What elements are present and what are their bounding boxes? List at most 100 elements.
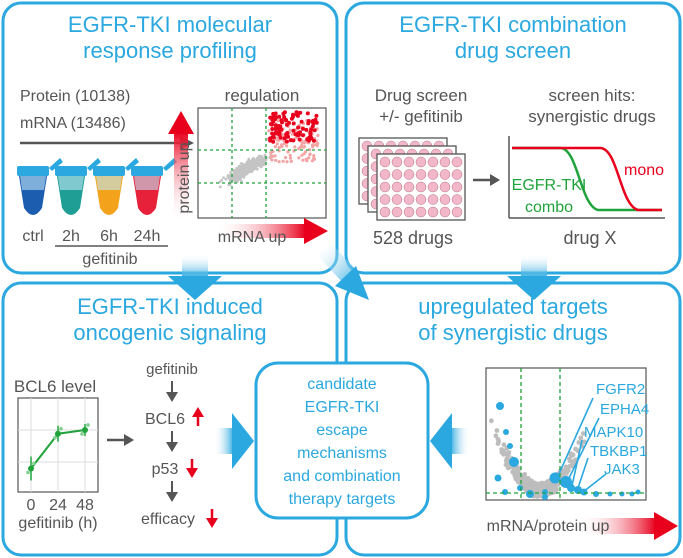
gene-callout-lines [557,397,607,493]
regulation-point-red [281,111,286,116]
pathway-arrow-2 [166,431,178,452]
bcl6-xaxis-label: gefitinib (h) [18,515,97,532]
gefitinib-label: gefitinib [82,251,137,268]
regulation-point [260,161,264,164]
regulation-point-red [314,120,319,125]
bcl6-tick-0: 0 [27,497,36,514]
volcano-point [501,442,507,448]
panel1-title-line2: response profiling [83,38,257,63]
bcl6-replicate [59,426,63,431]
screen-hits-label-line2: synergistic drugs [528,107,656,126]
volcano-point [527,485,533,490]
regulation-point-pink [277,145,281,150]
regulation-point-pink [285,160,289,164]
regulation-point-pink [312,156,316,160]
regulation-point [248,165,252,169]
plate-well [379,194,391,205]
regulation-point-red [291,138,296,143]
regulation-point-pink [275,142,279,146]
center-line-1: candidate [307,376,376,393]
plate-well [415,181,427,193]
volcano-point-target [502,489,508,495]
regulation-point-red [271,139,276,144]
plate-well [379,156,391,168]
tube-6h [93,158,139,215]
plate-well [427,156,439,168]
regulation-point-pink [297,156,301,160]
plate-well [415,194,427,205]
plate-well [427,206,439,218]
bcl6-point [55,430,61,437]
plate-well [403,156,415,168]
regulation-point-red [270,131,275,136]
panel4-title-line1: upregulated targets [418,294,608,319]
regulation-point-red [306,119,311,123]
regulation-point-pink [291,132,295,136]
regulation-point-red [294,110,299,115]
tube-label-ctrl: ctrl [22,228,43,245]
plate-well [403,194,415,205]
regulation-point [222,176,226,180]
center-line-6: therapy targets [289,491,396,508]
combo-label-line2: combo [525,199,573,216]
mrna-protein-up-arrow [578,512,678,540]
plate-well [379,206,391,218]
volcano-point [522,472,528,477]
volcano-point [570,459,576,465]
regulation-point-pink [297,147,301,151]
plate-well [391,194,403,205]
regulation-point [255,164,258,168]
regulation-point-pink [281,159,285,163]
center-line-2: EGFR-TKI [305,399,380,416]
regulation-point-pink [285,144,289,148]
pathway-efficacy: efficacy [141,511,195,528]
panel2-title-line1: EGFR-TKI combination [399,12,626,37]
volcano-point [550,490,556,495]
regulation-point-pink [286,150,290,154]
regulation-point-red [309,127,314,132]
volcano-point [578,435,584,441]
regulation-point [228,183,232,187]
screen-hits-label-line1: screen hits: [549,86,636,105]
regulation-point [257,154,261,158]
regulation-point-red [274,115,279,120]
drug-plates [358,137,466,221]
gene-fgfr2: FGFR2 [596,381,645,398]
regulation-point-pink [282,141,286,146]
bcl6-replicate [53,435,57,440]
regulation-point-red [279,127,284,132]
pathway-p53: p53 [152,461,179,478]
arrow-panel3-to-center [214,413,254,469]
regulation-point [239,171,243,175]
arrow-panel2-to-panel4 [507,254,561,300]
combo-label-line1: EGFR-TKI [512,177,587,194]
regulation-point-pink [271,149,275,154]
mrna-count-label: mRNA (13486) [20,115,126,132]
plate-well [439,169,451,180]
volcano-point [537,482,542,488]
bcl6-replicate [86,423,90,427]
plate-well [451,169,463,180]
regulation-point-red [284,132,289,137]
regulation-point [245,166,249,170]
volcano-point [513,470,519,476]
plate-well [391,156,403,168]
regulation-point-pink [302,145,306,149]
volcano-point [544,481,549,487]
protein-up-label: protein up [176,142,193,213]
regulation-point [237,164,241,168]
volcano-point [494,428,500,433]
regulation-point [232,170,236,174]
regulation-point-red [271,135,276,140]
regulation-point [224,177,228,181]
tube-label-24h: 24h [134,228,161,245]
regulation-point [244,164,248,168]
volcano-point-target [542,494,548,500]
volcano-point-target [507,443,513,449]
volcano-point [564,470,569,476]
plate-well [403,181,415,193]
volcano-point-target [526,490,534,498]
plate-well [427,194,439,205]
volcano-point-target [509,457,519,467]
regulation-point-red [300,126,305,131]
